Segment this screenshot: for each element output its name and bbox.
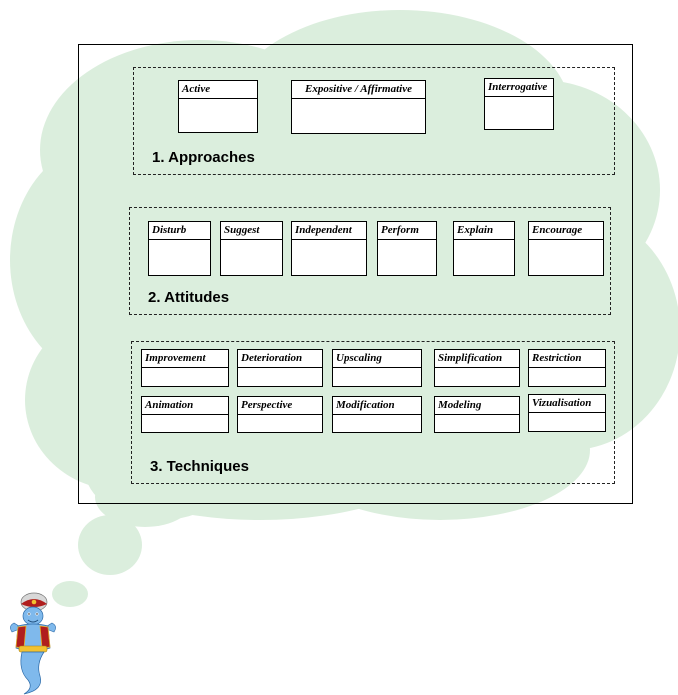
technique-label: Vizualisation xyxy=(529,395,605,413)
approach-label: Expositive / Affirmative xyxy=(292,81,425,99)
attitude-box-disturb: Disturb xyxy=(148,221,211,276)
techniques-title: 3. Techniques xyxy=(150,458,249,475)
diagram-frame: Active Expositive / Affirmative Interrog… xyxy=(78,44,633,504)
approach-box-active: Active xyxy=(178,80,258,133)
technique-box-improvement: Improvement xyxy=(141,349,229,387)
attitudes-title: 2. Attitudes xyxy=(148,289,230,306)
technique-label: Restriction xyxy=(529,350,605,368)
technique-box-vizualisation: Vizualisation xyxy=(528,394,606,432)
attitude-box-encourage: Encourage xyxy=(528,221,604,276)
technique-box-modification: Modification xyxy=(332,396,422,433)
techniques-group: Improvement Deterioration Upscaling Simp… xyxy=(131,341,615,484)
approach-label: Interrogative xyxy=(485,79,553,97)
attitude-label: Suggest xyxy=(221,222,282,240)
attitude-label: Perform xyxy=(378,222,436,240)
attitude-label: Encourage xyxy=(529,222,603,240)
approach-box-expositive: Expositive / Affirmative xyxy=(291,80,426,134)
approaches-title: 1. Approaches xyxy=(152,149,255,166)
attitude-box-perform: Perform xyxy=(377,221,437,276)
attitude-label: Explain xyxy=(454,222,514,240)
technique-label: Simplification xyxy=(435,350,519,368)
attitude-box-explain: Explain xyxy=(453,221,515,276)
technique-label: Improvement xyxy=(142,350,228,368)
technique-box-simplification: Simplification xyxy=(434,349,520,387)
technique-label: Modeling xyxy=(435,397,519,415)
attitude-box-suggest: Suggest xyxy=(220,221,283,276)
technique-label: Deterioration xyxy=(238,350,322,368)
technique-box-deterioration: Deterioration xyxy=(237,349,323,387)
attitude-box-independent: Independent xyxy=(291,221,367,276)
technique-box-modeling: Modeling xyxy=(434,396,520,433)
technique-label: Perspective xyxy=(238,397,322,415)
technique-box-perspective: Perspective xyxy=(237,396,323,433)
technique-box-upscaling: Upscaling xyxy=(332,349,422,387)
technique-box-animation: Animation xyxy=(141,396,229,433)
approach-box-interrogative: Interrogative xyxy=(484,78,554,130)
attitude-label: Independent xyxy=(292,222,366,240)
technique-label: Animation xyxy=(142,397,228,415)
approach-label: Active xyxy=(179,81,257,99)
technique-label: Modification xyxy=(333,397,421,415)
technique-label: Upscaling xyxy=(333,350,421,368)
attitude-label: Disturb xyxy=(149,222,210,240)
approaches-group: Active Expositive / Affirmative Interrog… xyxy=(133,67,615,175)
technique-box-restriction: Restriction xyxy=(528,349,606,387)
attitudes-group: Disturb Suggest Independent Perform Expl… xyxy=(129,207,611,315)
genie-icon xyxy=(10,592,56,695)
